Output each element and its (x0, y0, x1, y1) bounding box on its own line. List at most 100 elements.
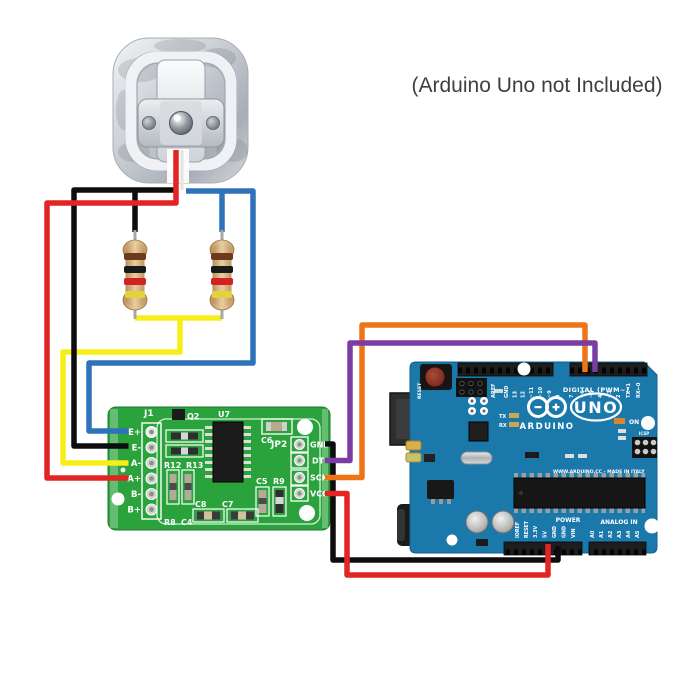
hx711-c5-label: C5 (256, 477, 268, 486)
power-pin-labels: IOREF RESET 3.3V 5V GND GND VIN (515, 520, 577, 538)
digital-header-left (457, 362, 554, 377)
load-cell-screw-left (142, 116, 156, 130)
mounting-hole-top (517, 362, 531, 376)
hx711-r12-r13 (165, 429, 204, 458)
arduino-uno: RESET ICSP (389, 361, 660, 556)
digital-header-right (569, 362, 648, 377)
hx711-hole-topright (297, 419, 313, 435)
madein-label: WWW.ARDUINO.CC - MADE IN ITALY (553, 469, 645, 475)
pin-label-7: 7 (569, 394, 575, 398)
pin-label-6: ~6 (580, 390, 586, 398)
wire-black (71, 187, 561, 563)
hx711-jp2-label: JP2 (270, 440, 287, 450)
arduino-brand-label: ARDUINO (519, 422, 574, 432)
wire-red (44, 150, 551, 578)
hx711-pin-am: A- (131, 459, 142, 469)
hx711-c6-capacitor (261, 418, 293, 435)
reset-label: RESET (417, 382, 423, 399)
pin-label-a0: A0 (590, 530, 596, 538)
pin-label-a5: A5 (635, 530, 641, 538)
resistor-1 (122, 239, 148, 311)
icsp-label: ICSP (639, 431, 649, 436)
pin-label-10: ~10 (538, 386, 544, 398)
digital-section-label: DIGITAL (PWM~) (563, 386, 629, 394)
hx711-c5-r9 (255, 486, 287, 517)
pin-label-5: ~5 (589, 390, 595, 398)
rx-label: RX (499, 423, 507, 429)
hx711-r8-c4 (166, 469, 195, 505)
pin-label-8: 8 (556, 394, 562, 398)
usb-interface-chip (468, 421, 489, 442)
arduino-logo (527, 396, 567, 418)
pin-label-ioref: IOREF (515, 522, 521, 538)
hx711-u7-chip (205, 421, 251, 483)
pin-label-5v: 5V (543, 531, 549, 538)
hx711-c4-label: C4 (181, 518, 193, 527)
on-label: ON (629, 419, 639, 426)
hx711-q2-label: Q2 (187, 412, 199, 421)
on-led (614, 418, 625, 424)
pin-label-a2: A2 (608, 530, 614, 538)
hx711-pin-dt: DT (312, 457, 325, 466)
hx711-edge-right (322, 409, 328, 528)
hx711-edge-left (110, 409, 118, 528)
analog-section-label: ANALOG IN (600, 519, 637, 526)
load-cell-ball (169, 111, 193, 135)
pin-label-13: 13 (513, 391, 519, 398)
pin-label-aref: AREF (491, 383, 497, 398)
hx711-pin-ap: A+ (127, 475, 141, 485)
pin-label-a4: A4 (626, 530, 632, 538)
capacitor-2 (491, 510, 515, 534)
pin-label-3v3: 3.3V (533, 526, 539, 538)
hx711-jp2-pads (290, 436, 309, 502)
resistors (122, 230, 235, 319)
pin-label-gnd1: GND (552, 526, 558, 538)
hx711-j1-label: J1 (143, 409, 154, 419)
hx711-pin-bm: B- (131, 490, 141, 500)
wire-yellow (60, 315, 222, 466)
pin-label-3: ~3 (607, 390, 613, 398)
voltage-regulator (427, 480, 454, 504)
pin-label-vin: VIN (571, 528, 577, 538)
load-cell (112, 37, 249, 184)
hx711-u7-label: U7 (218, 410, 230, 419)
smd-components (405, 389, 626, 546)
load-cell-screw-right (206, 116, 220, 130)
icsp-header-main: ICSP (632, 431, 657, 458)
hx711-silk-dot (120, 467, 126, 473)
power-section-label: POWER (556, 517, 581, 524)
power-jack-rim (397, 509, 405, 541)
atmega328-chip (513, 473, 646, 513)
resistor-2 (209, 239, 235, 311)
analog-header (588, 541, 647, 556)
caption-text: (Arduino Uno not Included) (412, 74, 663, 97)
pin-label-tx1: TX→1 (626, 383, 632, 398)
pin-label-gnd-top: GND (504, 386, 510, 398)
hx711-r12-label: R12 (164, 461, 181, 470)
hx711-hole-bottomleft (111, 492, 125, 506)
pin-label-gnd2: GND (562, 526, 568, 538)
uno-label: UNO (574, 398, 618, 417)
hx711-silkscreen-outline (156, 418, 321, 525)
hx711-pin-sck: SCK (310, 474, 329, 483)
analog-pin-labels: A0 A1 A2 A3 A4 A5 (590, 530, 641, 538)
hx711-c6-label: C6 (261, 436, 273, 445)
hx711-module: J1 E+ E- A- A+ B- B+ Q2 U7 (107, 406, 331, 531)
mounting-hole-bottomright (644, 518, 660, 534)
icsp-header-usb (456, 378, 487, 397)
pin-label-12: 12 (521, 391, 527, 398)
hx711-r9-label: R9 (273, 477, 285, 486)
hx711-pin-ep: E+ (128, 428, 141, 438)
hx711-q2-transistor (172, 409, 185, 420)
pin-label-reset: RESET (524, 520, 530, 538)
hx711-hole-bottomright (299, 505, 315, 521)
wire-blue (86, 188, 256, 434)
hx711-pin-em: E- (132, 444, 142, 454)
hx711-c8-label: C8 (195, 500, 207, 509)
pin-label-a1: A1 (599, 530, 605, 538)
wire-purple (325, 340, 598, 464)
load-cell-ball-highlight (173, 114, 181, 122)
mounting-hole-right (641, 416, 655, 430)
hx711-j1-box (141, 422, 162, 520)
